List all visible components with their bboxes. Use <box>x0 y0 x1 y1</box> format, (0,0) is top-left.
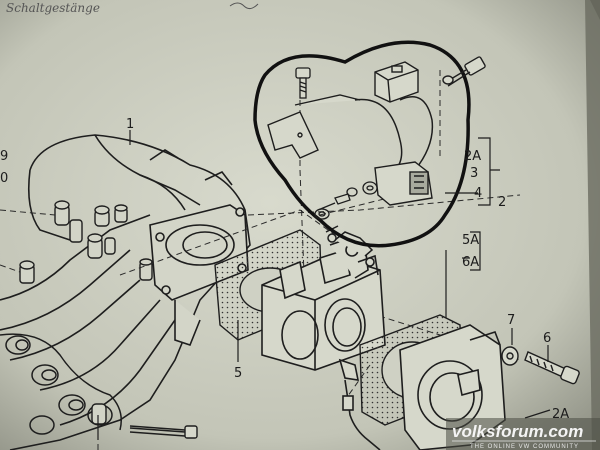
bolt-part-6 <box>524 351 580 385</box>
watermark-tagline: THE ONLINE VW COMMUNITY <box>470 444 579 450</box>
carb-washer <box>314 208 330 220</box>
label-part-3: 3 <box>470 166 478 181</box>
relay-unit <box>374 61 419 103</box>
watermark-brand: volksforum.com <box>452 422 583 441</box>
label-part-6A: 6A <box>462 255 479 270</box>
vacuum-hose <box>342 379 381 450</box>
label-part-0: 0 <box>0 171 8 186</box>
label-part-9: 9 <box>0 149 8 164</box>
sensor-bracket <box>267 94 361 159</box>
label-part-7: 7 <box>507 313 515 328</box>
bolt-top-right <box>442 56 486 87</box>
label-part-4: 4 <box>474 186 482 201</box>
label-part-6: 6 <box>543 331 551 346</box>
washer-part-7 <box>501 346 519 366</box>
leader-lines <box>97 130 551 440</box>
label-part-2A-top: 2A <box>464 149 481 164</box>
long-bolt-bottom <box>129 425 198 439</box>
label-part-2: 2 <box>498 195 506 210</box>
handwritten-note: Schaltgestänge <box>6 1 100 15</box>
label-part-5A: 5A <box>462 233 479 248</box>
label-part-1: 1 <box>126 117 134 132</box>
volksforum-watermark: volksforum.com THE ONLINE VW COMMUNITY <box>446 418 600 450</box>
hand-drawn-circle <box>253 40 471 248</box>
circled-sensor-group <box>253 40 471 248</box>
label-part-5: 5 <box>234 366 242 381</box>
intake-manifold <box>0 134 251 450</box>
manifold-studs <box>19 200 153 425</box>
connector-plug <box>374 161 433 206</box>
manifold-ports <box>0 333 122 435</box>
mounting-screw <box>295 67 311 99</box>
washers <box>346 181 378 197</box>
handwriting-stroke <box>229 2 259 10</box>
throttle-body <box>261 237 386 381</box>
page-shadow-edge <box>585 0 600 450</box>
